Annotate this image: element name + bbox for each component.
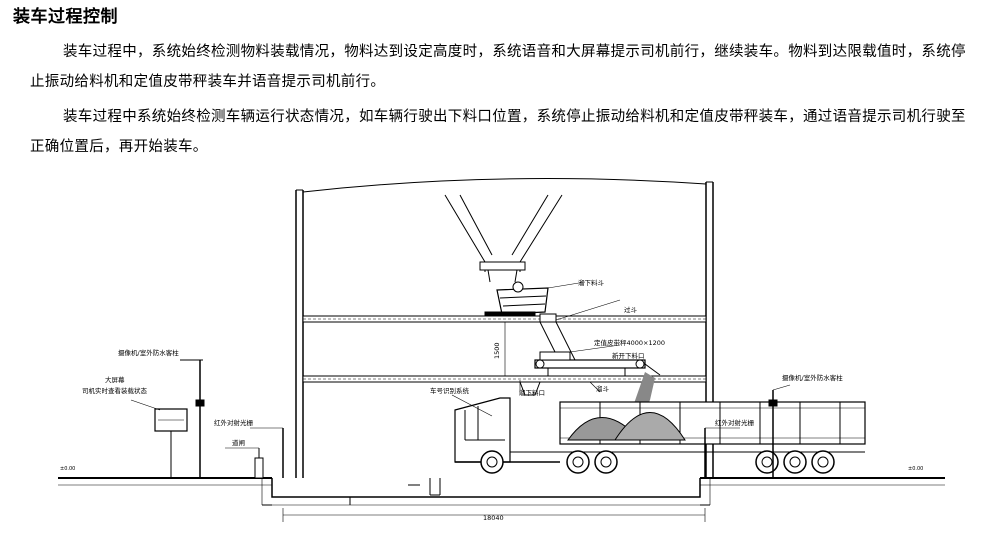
label-lower-outlet: 新开下料口 [612, 351, 645, 360]
dimension-width [282, 508, 706, 522]
label-ground-right: ±0.00 [908, 466, 923, 472]
label-camera-pole-left: 摄像机/室外防水客柱 [118, 348, 179, 357]
silo-hopper [444, 194, 586, 316]
label-outlet: 溜下料口 [519, 388, 545, 397]
label-ground-left: ±0.00 [60, 466, 75, 472]
label-big-screen: 大屏幕 [105, 375, 125, 384]
label-ir-right: 红外对射光栅 [715, 418, 755, 427]
label-camera-pole-right: 摄像机/室外防水客柱 [782, 373, 843, 382]
label-big-screen-desc: 司机实时查看装载状态 [82, 386, 148, 395]
truck [454, 397, 866, 474]
label-chute-low: 溜斗 [596, 384, 610, 393]
label-ir-left: 红外对射光栅 [214, 418, 254, 427]
chute-and-belt-scale [500, 299, 661, 396]
label-gate: 道闸 [232, 438, 245, 447]
left-equipment [130, 359, 493, 479]
ground [58, 477, 945, 506]
right-equipment [704, 384, 791, 478]
label-chute-top: 溜下料斗 [578, 278, 605, 287]
label-belt-scale: 定值皮带秤4000×1200 [594, 338, 665, 347]
label-plate-recognition: 车号识别系统 [430, 386, 470, 395]
page-title: 装车过程控制 [13, 7, 118, 27]
label-width-dim: 18040 [483, 514, 504, 522]
label-height-dim: 1500 [493, 342, 501, 359]
paragraph-2: 装车过程中系统始终检测车辆运行状态情况，如车辆行驶出下料口位置，系统停止振动给料… [30, 109, 966, 155]
label-chute-mid: 过斗 [624, 305, 638, 314]
paragraph-1: 装车过程中，系统始终检测物料装载情况，物料达到设定高度时，系统语音和大屏幕提示司… [30, 44, 966, 90]
